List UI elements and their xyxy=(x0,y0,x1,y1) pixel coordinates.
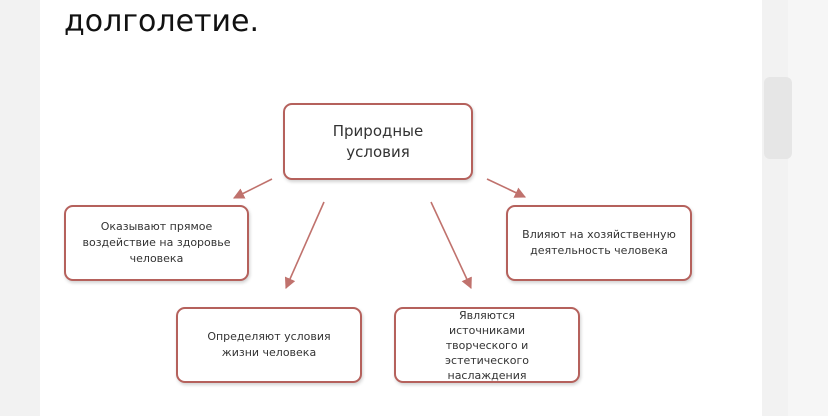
node-natural-conditions: Природные условия xyxy=(283,103,473,180)
node-health-impact-label: Оказывают прямое воздействие на здоровье… xyxy=(82,220,231,265)
node-aesthetic-enjoyment-label: Являются источниками творческого и эстет… xyxy=(444,308,529,382)
arrow-to-health xyxy=(232,178,273,199)
node-natural-conditions-label: Природные условия xyxy=(332,121,424,161)
arrow-to-economy xyxy=(486,178,527,198)
scrollbar-thumb[interactable] xyxy=(764,77,792,159)
node-economic-activity-label: Влияют на хозяйственную деятельность чел… xyxy=(522,228,676,257)
node-living-conditions: Определяют условия жизни человека xyxy=(176,307,362,383)
arrow-to-aesthetic xyxy=(430,201,472,290)
node-aesthetic-enjoyment: Являются источниками творческого и эстет… xyxy=(394,307,580,383)
arrow-to-life xyxy=(284,201,325,290)
scrollbar-track[interactable] xyxy=(788,0,828,416)
node-economic-activity: Влияют на хозяйственную деятельность чел… xyxy=(506,205,692,281)
node-health-impact: Оказывают прямое воздействие на здоровье… xyxy=(64,205,249,281)
node-living-conditions-label: Определяют условия жизни человека xyxy=(207,330,331,359)
intro-text: долголетие. xyxy=(64,4,259,39)
